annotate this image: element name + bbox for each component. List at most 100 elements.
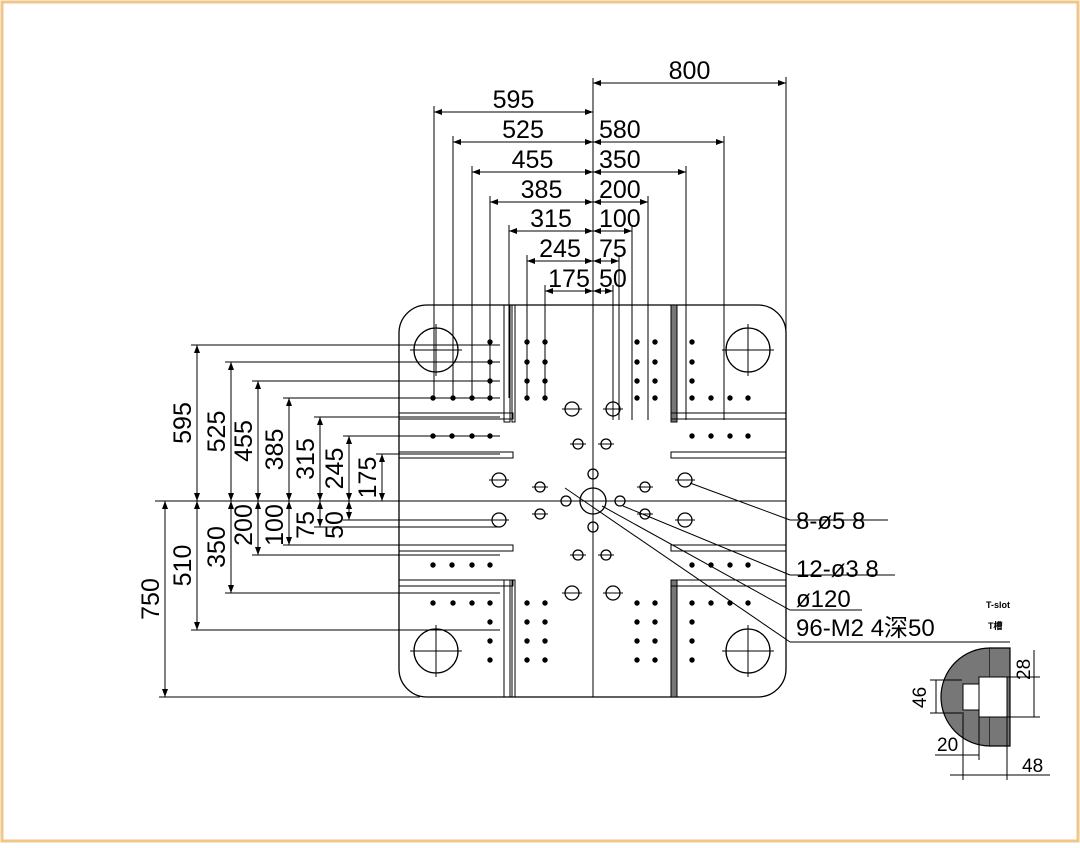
tapped-hole xyxy=(652,600,658,606)
dimension-arrow xyxy=(545,288,553,294)
callout-holes-12: 12-ø3 8 xyxy=(796,556,879,583)
dimension-arrow xyxy=(434,109,442,115)
tapped-hole xyxy=(430,600,436,606)
dimension-arrow xyxy=(162,501,168,509)
top-dim-label-left: 315 xyxy=(530,205,572,233)
dimension-arrow xyxy=(585,288,593,294)
dimension-arrow xyxy=(162,689,168,697)
left-dim-label-upper: 455 xyxy=(230,420,258,462)
tapped-holes xyxy=(430,339,751,663)
dimension-arrow xyxy=(640,199,648,205)
dimension-arrow xyxy=(194,622,200,630)
dimension-arrow xyxy=(228,362,234,370)
tapped-hole xyxy=(634,638,640,644)
top-dim-label-left: 525 xyxy=(502,116,544,144)
dimension-arrow xyxy=(255,501,261,509)
dimension-arrow xyxy=(593,199,601,205)
left-dim-label-upper: 595 xyxy=(169,402,197,444)
left-dim-label-upper: 175 xyxy=(354,457,382,499)
tapped-hole xyxy=(689,657,695,663)
tapped-hole xyxy=(634,600,640,606)
top-dim-label-right: 580 xyxy=(599,116,641,144)
dimension-arrow xyxy=(593,80,601,86)
tie-bar-hole-tl xyxy=(410,324,462,376)
tapped-hole xyxy=(524,600,530,606)
dimension-arrow xyxy=(286,398,292,406)
top-dim-label-right: 75 xyxy=(599,235,627,263)
tapped-hole xyxy=(689,619,695,625)
tapped-hole xyxy=(745,600,751,606)
left-dim-label-lower: 75 xyxy=(292,511,320,539)
left-dim-label-lower: 750 xyxy=(137,578,165,620)
dimension-arrow xyxy=(255,381,261,389)
dimension-arrow xyxy=(585,109,593,115)
tapped-hole xyxy=(689,395,695,401)
tie-bar-hole-br xyxy=(722,625,774,677)
tapped-hole xyxy=(449,562,455,568)
tie-bar-hole-tr xyxy=(722,324,774,376)
tapped-hole xyxy=(689,638,695,644)
tapped-hole xyxy=(634,657,640,663)
tapped-hole xyxy=(634,378,640,384)
dimension-arrow xyxy=(317,519,323,527)
dimension-arrow xyxy=(317,417,323,425)
t-slot-dim-48: 48 xyxy=(1022,756,1043,777)
dimension-arrow xyxy=(255,493,261,501)
tapped-hole xyxy=(524,657,530,663)
left-dim-label-lower: 510 xyxy=(169,545,197,587)
dimension-arrow xyxy=(593,228,601,234)
dimension-arrow xyxy=(194,345,200,353)
dimension-arrow xyxy=(379,454,385,462)
tapped-hole xyxy=(542,619,548,625)
tapped-hole xyxy=(487,619,493,625)
tapped-hole xyxy=(652,359,658,365)
tapped-hole xyxy=(727,562,733,568)
dimension-arrow xyxy=(527,258,535,264)
center-hole xyxy=(579,487,607,515)
dimension-arrow xyxy=(286,537,292,545)
top-dim-label-left: 595 xyxy=(493,86,535,114)
dimension-arrow xyxy=(605,288,613,294)
top-dim-label-right: 800 xyxy=(669,57,711,85)
tapped-hole xyxy=(634,619,640,625)
t-slot-detail: T-slot T槽 46 28 20 48 xyxy=(910,600,1050,780)
tapped-hole xyxy=(487,657,493,663)
dimension-arrow xyxy=(346,512,352,520)
tapped-hole xyxy=(708,600,714,606)
tapped-hole xyxy=(652,619,658,625)
callout-holes-8: 8-ø5 8 xyxy=(796,508,865,535)
tapped-hole xyxy=(634,395,640,401)
dimension-arrow xyxy=(317,493,323,501)
dimension-arrow xyxy=(453,139,461,145)
t-slot-title-en: T-slot xyxy=(986,600,1010,610)
tapped-hole xyxy=(524,638,530,644)
top-dim-label-left: 175 xyxy=(548,265,590,293)
dimension-arrow xyxy=(286,493,292,501)
top-dim-label-right: 350 xyxy=(599,146,641,174)
tapped-hole xyxy=(689,378,695,384)
tapped-hole xyxy=(745,433,751,439)
dimension-arrow xyxy=(346,436,352,444)
t-slot-dim-46: 46 xyxy=(910,687,931,708)
dimension-arrow xyxy=(593,139,601,145)
tapped-hole xyxy=(689,600,695,606)
dimension-arrow xyxy=(228,501,234,509)
tapped-hole xyxy=(708,562,714,568)
callout-center-hole: ø120 xyxy=(796,586,851,613)
dimension-arrow xyxy=(472,169,480,175)
tapped-hole xyxy=(708,395,714,401)
t-slot-dim-28: 28 xyxy=(1014,659,1035,680)
dimension-arrow xyxy=(346,493,352,501)
dimension-arrow xyxy=(611,258,619,264)
tapped-hole xyxy=(542,600,548,606)
dimension-arrow xyxy=(593,169,601,175)
tapped-hole xyxy=(634,359,640,365)
dimension-arrow xyxy=(778,80,786,86)
dimension-arrow xyxy=(624,228,632,234)
left-dim-label-upper: 315 xyxy=(292,438,320,480)
dimension-arrow xyxy=(286,501,292,509)
top-dim-label-right: 200 xyxy=(599,176,641,204)
